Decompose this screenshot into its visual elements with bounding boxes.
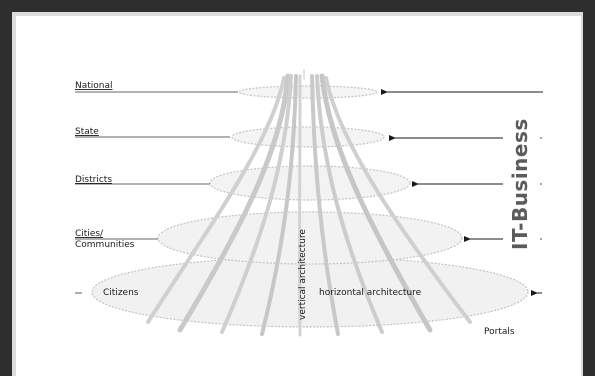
incoming-arrows — [381, 89, 543, 296]
vertical-streams — [146, 69, 472, 337]
stream-5 — [310, 74, 340, 336]
ellipse-citizens — [91, 256, 529, 328]
vertical-architecture-label: vertical architecture — [298, 229, 308, 320]
it-business-title: IT-Business — [508, 118, 532, 250]
stream-3 — [260, 74, 298, 336]
level-labels: National State Districts Cities/ Communi… — [75, 81, 238, 298]
label-districts: Districts — [75, 175, 112, 185]
stream-7 — [319, 73, 433, 333]
ellipse-national — [238, 85, 378, 99]
label-communities: Communities — [75, 240, 135, 250]
horizontal-architecture-label: horizontal architecture — [319, 288, 422, 298]
stream-8 — [324, 76, 472, 324]
stream-2 — [220, 74, 293, 334]
label-state: State — [75, 127, 99, 137]
label-national: National — [75, 81, 113, 91]
stream-6 — [315, 74, 384, 334]
label-cities: Cities/ — [75, 229, 104, 239]
stream-9 — [146, 76, 286, 324]
level-ellipses — [91, 85, 529, 328]
stream-1 — [177, 73, 291, 333]
portals-label: Portals — [484, 327, 515, 337]
label-citizens: Citizens — [103, 288, 139, 298]
right-ticks — [540, 137, 542, 240]
ellipse-state — [231, 126, 385, 148]
